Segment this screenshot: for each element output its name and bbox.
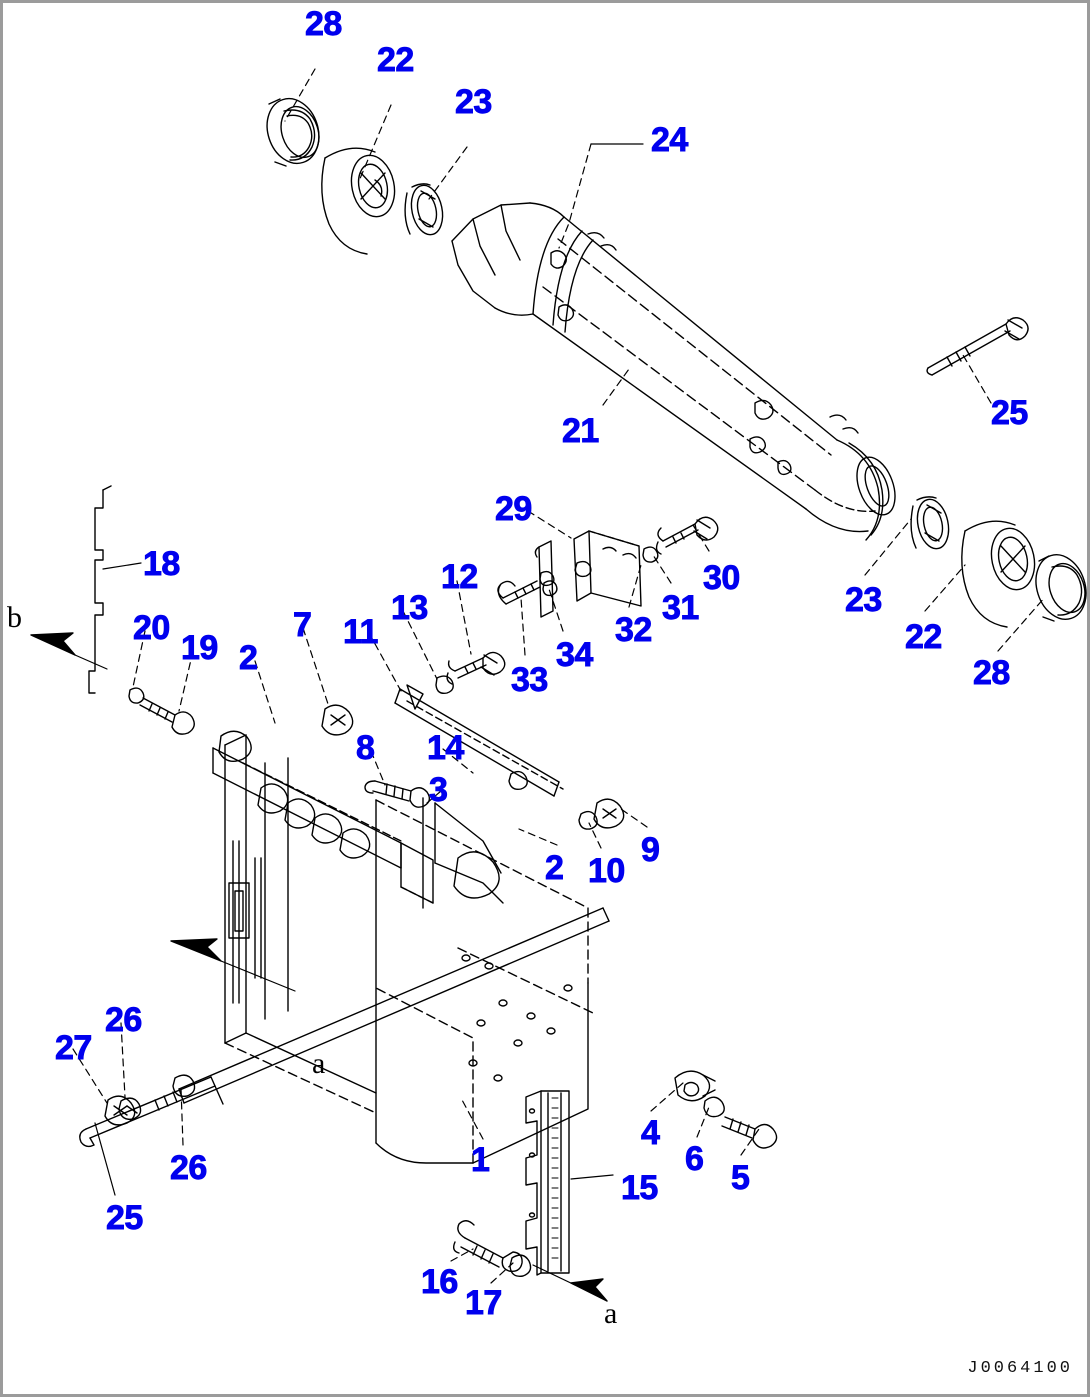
part-3-brace (422, 797, 504, 909)
callout-12: 12 (441, 558, 479, 596)
callout-9: 9 (641, 831, 661, 869)
callout-19: 19 (181, 629, 219, 667)
callout-6: 6 (685, 1140, 705, 1178)
callout-22-right: 22 (905, 618, 943, 656)
part-30-bolt (655, 516, 719, 555)
part-28-right-seal (1035, 554, 1087, 622)
callout-1: 1 (471, 1141, 491, 1179)
part-1-main-frame (224, 734, 594, 1164)
callout-20: 20 (133, 609, 171, 647)
callout-7: 7 (293, 606, 313, 644)
part-2-cross-member (212, 730, 434, 904)
callout-32: 32 (615, 611, 653, 649)
callout-10: 10 (588, 852, 626, 890)
part-6-washer (703, 1096, 725, 1118)
callout-16: 16 (421, 1263, 459, 1301)
part-13-washer (435, 675, 454, 695)
drawing-vector-layer (30, 68, 1087, 1302)
part-34-plate (534, 540, 555, 618)
part-23-top-ring (404, 183, 444, 236)
callout-28-right: 28 (973, 654, 1011, 692)
part-28-top-seal (266, 97, 320, 167)
callout-25-lower: 25 (106, 1199, 144, 1237)
part-32-washer (542, 580, 558, 597)
callout-21: 21 (562, 412, 600, 450)
callout-23-top: 23 (455, 83, 493, 121)
part-7-nut (321, 704, 354, 736)
callout-26-upper: 26 (105, 1001, 143, 1039)
callout-8: 8 (356, 729, 376, 767)
part-33-bolt (497, 580, 541, 605)
callout-2-right: 2 (545, 849, 565, 887)
drawing-number: J0064100 (967, 1359, 1073, 1378)
part-22-top-bushing (321, 147, 396, 255)
part-20-washer (128, 687, 145, 704)
lower-link-bar (178, 907, 610, 1104)
part-25-pin-upper (926, 317, 1029, 376)
callout-17: 17 (465, 1284, 503, 1322)
callout-11: 11 (343, 613, 379, 651)
callout-26-lower: 26 (170, 1149, 208, 1187)
callout-27: 27 (55, 1029, 93, 1067)
callout-28-top: 28 (305, 5, 343, 43)
part-15-wear-plate (525, 1090, 570, 1276)
callout-31: 31 (662, 589, 700, 627)
part-25-pin-lower (79, 1076, 224, 1148)
part-23-right-ring (910, 496, 950, 550)
part-21-hydraulic-cylinder (451, 202, 896, 541)
part-8-bolt (364, 780, 431, 808)
callout-23-right: 23 (845, 581, 883, 619)
section-mark-a-middle: a (312, 1047, 326, 1080)
technical-drawing-artboard (3, 3, 1087, 1394)
callout-30: 30 (703, 559, 741, 597)
callout-22-top: 22 (377, 41, 415, 79)
callout-14: 14 (427, 729, 465, 767)
callout-15: 15 (621, 1169, 659, 1207)
part-16-bolt (452, 1220, 523, 1273)
part-27-nut (104, 1095, 136, 1126)
part-10-washer (578, 810, 598, 830)
callout-24: 24 (651, 121, 689, 159)
part-19-bolt (139, 697, 195, 735)
part-4-lug (674, 1070, 716, 1102)
part-18-guide-plate (88, 485, 112, 694)
callout-5: 5 (731, 1159, 751, 1197)
callout-3: 3 (429, 771, 449, 809)
callout-34: 34 (556, 636, 594, 674)
callout-4: 4 (641, 1114, 661, 1152)
section-arrows (30, 632, 608, 1302)
section-mark-b-left: b (7, 601, 22, 634)
callout-25-upper: 25 (991, 394, 1029, 432)
callout-33: 33 (511, 661, 549, 699)
leader-lines (72, 68, 1046, 1284)
callout-2-left: 2 (239, 639, 259, 677)
part-29-bracket (573, 530, 642, 607)
part-5-bolt (721, 1116, 778, 1149)
part-31-washer (642, 546, 659, 563)
part-17-washer (509, 1254, 532, 1277)
section-mark-a-bottom: a (604, 1297, 618, 1330)
callout-29: 29 (495, 490, 533, 528)
part-22-right-bushing (961, 520, 1036, 628)
callout-18: 18 (143, 545, 181, 583)
part-12-bolt (446, 651, 506, 685)
part-14-diagonal-arm (394, 684, 564, 797)
part-26-washer-lower-b (172, 1074, 196, 1097)
callout-13: 13 (391, 589, 429, 627)
part-9-nut (593, 798, 625, 829)
